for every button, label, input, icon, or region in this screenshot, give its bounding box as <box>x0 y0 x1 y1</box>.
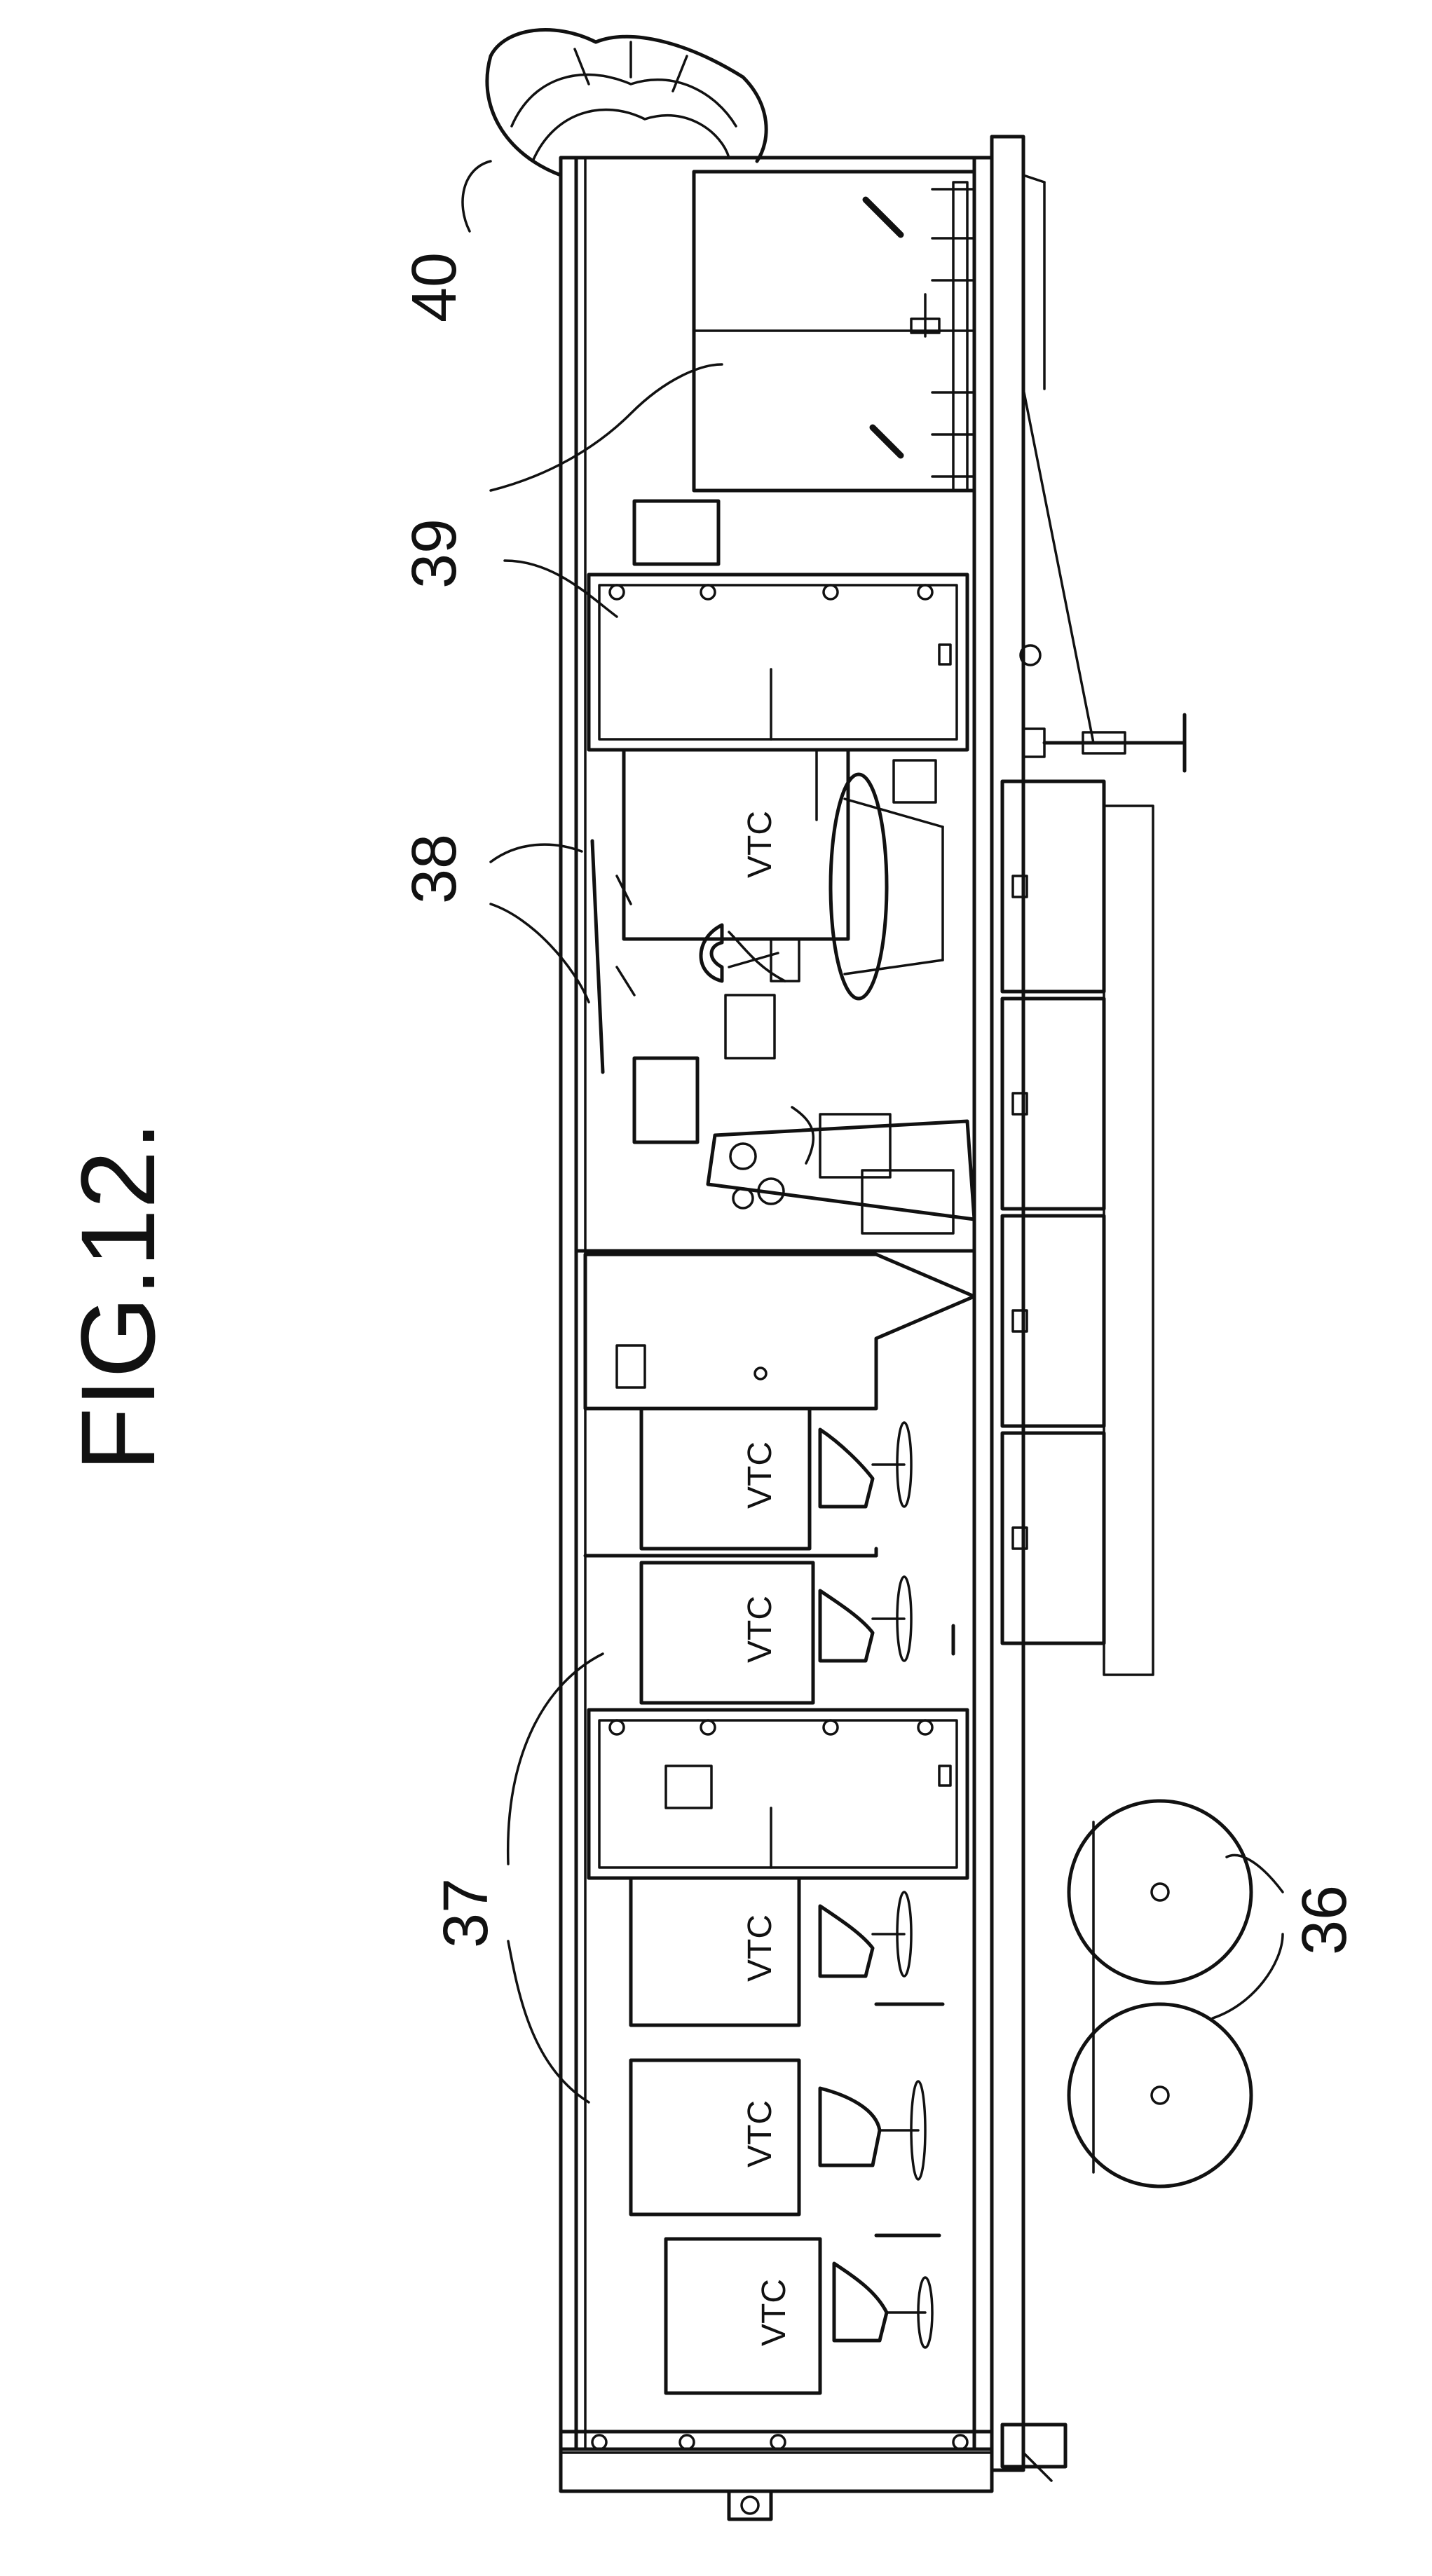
callout-36: 36 <box>1290 1885 1360 1955</box>
figure-title: FIG.12. <box>59 1121 177 1472</box>
equipment-rack <box>585 1254 974 1409</box>
vtc-label-3: VTC <box>742 1596 779 1663</box>
vtc-booth-6: VTC <box>666 2239 932 2393</box>
storage-compartment <box>589 575 967 750</box>
side-door-compartment <box>589 1710 967 1878</box>
wall-monitor <box>634 501 718 564</box>
callout-39: 39 <box>400 519 470 589</box>
callout-37: 37 <box>431 1878 501 1948</box>
rear-axle-wheels <box>1069 1801 1251 2186</box>
front-end-assembly <box>561 2425 1065 2519</box>
vtc-booth-4: VTC <box>631 1878 911 2025</box>
vtc-label-2: VTC <box>742 1441 779 1509</box>
vtc-booth-2: VTC <box>641 1409 911 1556</box>
front-hitch-assembly <box>487 30 766 175</box>
vtc-label-4: VTC <box>742 1914 779 1982</box>
callout-38: 38 <box>400 834 470 904</box>
vtc-label-1: VTC <box>742 811 779 878</box>
vtc-booth-3: VTC <box>641 1563 953 1703</box>
vtc-station-38: VTC <box>592 750 974 1233</box>
trailer-body <box>561 137 1093 2470</box>
vtc-label-6: VTC <box>756 2279 793 2346</box>
rear-door-panel <box>694 172 974 491</box>
landing-gear <box>1021 645 1185 771</box>
vtc-label-5: VTC <box>742 2100 779 2167</box>
callout-40: 40 <box>400 252 470 322</box>
vtc-booth-5: VTC <box>631 2060 939 2235</box>
